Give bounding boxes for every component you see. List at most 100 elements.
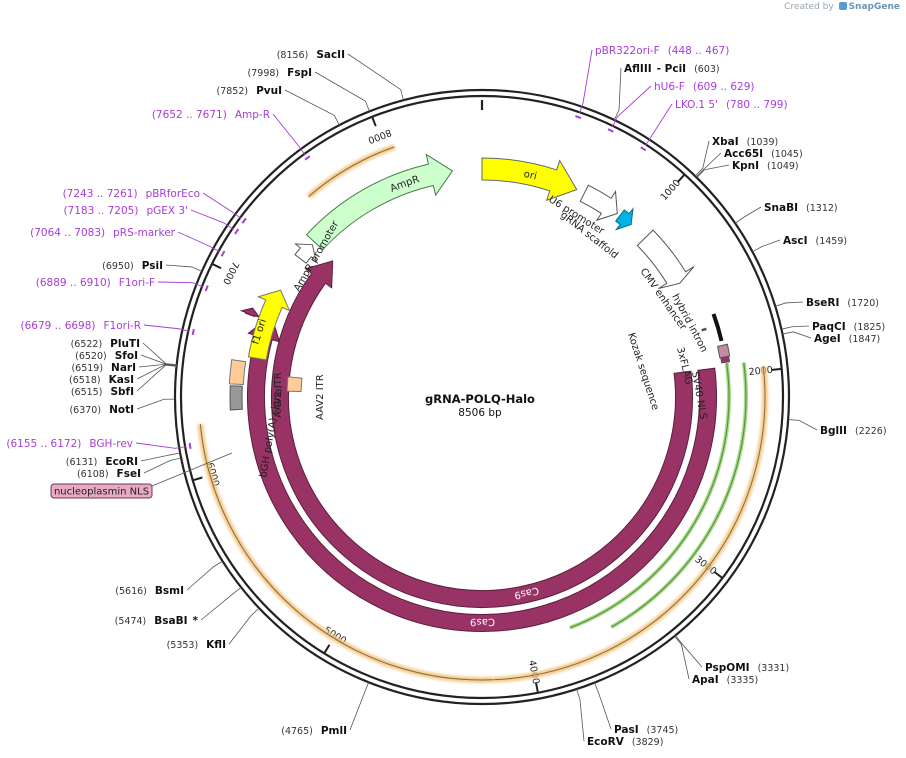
site-label-PvuI: (7852) PvuI xyxy=(216,85,282,97)
primer-range: (7243 .. 7261) xyxy=(63,188,138,200)
site-pos-PvuI: (7852) xyxy=(216,86,248,97)
site-pos-SacII: (8156) xyxy=(277,50,309,61)
primer-name: Amp-R xyxy=(235,109,270,121)
site-leader-XbaI xyxy=(694,140,710,177)
hybrid-intron-bar xyxy=(711,313,724,342)
site-label-SacII: (8156) SacII xyxy=(277,49,345,61)
primer-mark-hU6F xyxy=(607,128,614,133)
site-leader-AgeI xyxy=(782,331,812,339)
site-name-PmlI: PmlI xyxy=(321,725,347,737)
ring-tick-7000 xyxy=(211,262,222,270)
site-pos-XbaI: (1039) xyxy=(747,137,779,148)
primer-label-hU6F: hU6-F(609 .. 629) xyxy=(654,81,755,93)
primer-leader-pBRforEco xyxy=(202,192,242,219)
backbone-inner-ring xyxy=(179,94,785,700)
nucleoplasmin-badge-label: nucleoplasmin NLS xyxy=(54,487,149,498)
site-label-SnaBI: SnaBI(1312) xyxy=(764,202,838,214)
plasmid-size: 8506 bp xyxy=(458,407,502,419)
site-leader-AscI xyxy=(752,239,781,253)
ampr-arrow xyxy=(305,153,454,251)
site-label-BglII: BglII(2226) xyxy=(820,425,887,437)
site-pos-PsiI: (6950) xyxy=(102,261,134,272)
site-pos-PluTI: (6522) xyxy=(71,339,103,350)
green-track-2-core xyxy=(569,362,730,629)
sv40-nls-box xyxy=(720,356,731,364)
flag-box xyxy=(717,343,731,359)
site-label-AflIII: AflIII- PciI(603) xyxy=(624,63,720,75)
site-name-FspI: FspI xyxy=(287,67,312,79)
snapgene-logo-icon xyxy=(838,2,847,10)
site-name-KflI: KflI xyxy=(206,639,226,651)
f1-ori-arrow xyxy=(247,289,291,361)
primer-name: F1ori-R xyxy=(104,320,141,332)
site-name-AgeI: AgeI xyxy=(814,333,841,345)
site-pos-ApaI: (3335) xyxy=(727,675,759,686)
site-label-FspI: (7998)FspI xyxy=(248,67,312,79)
cmv-enhancer-arrow xyxy=(636,229,695,289)
site-label-KflI: (5353) KflI xyxy=(167,639,226,651)
primer-mark-BGHrev xyxy=(188,442,192,449)
kozak-label: Kozak sequence xyxy=(625,332,660,412)
site-leader-BseRI xyxy=(775,301,804,307)
site-label-NotI: (6370)NotI xyxy=(69,404,134,416)
primer-leader-BGHrev xyxy=(135,442,187,449)
primer-name: pRS-marker xyxy=(113,227,176,239)
primer-label-pBRforEco: (7243 .. 7261)pBRforEco xyxy=(63,188,200,200)
site-pos-KflI: (5353) xyxy=(167,640,199,651)
primer-label-BGHrev: (6155 .. 6172)BGH-rev xyxy=(6,438,133,450)
site-name-PvuI: PvuI xyxy=(256,85,282,97)
site-name-SfoI: SfoI xyxy=(115,350,138,362)
site-name-EcoRV: EcoRV xyxy=(587,736,625,748)
primer-range: (780 .. 799) xyxy=(726,99,788,111)
site-pos-PasI: (3745) xyxy=(647,725,679,736)
u6-promoter-arrow xyxy=(579,184,618,222)
site-extra-AflIII: - PciI xyxy=(657,63,686,75)
green-track-1-core xyxy=(611,362,747,628)
site-label-PluTI: (6522)PluTI xyxy=(71,338,140,350)
primer-leader-pGEX3 xyxy=(190,209,234,230)
site-pos-SnaBI: (1312) xyxy=(806,203,838,214)
site-leader-PspOMI xyxy=(674,635,703,668)
primer-leader-F1oriR xyxy=(143,324,190,332)
site-label-SfoI: (6520)SfoI xyxy=(75,350,138,362)
primer-mark-F1oriF xyxy=(204,285,209,292)
ring-tick-6000 xyxy=(192,476,203,482)
site-leader-PluTI xyxy=(142,342,177,366)
primer-label-pBR322oriF: pBR322ori-F(448 .. 467) xyxy=(595,45,729,57)
site-leader-PsiI xyxy=(165,264,203,272)
primer-label-F1oriF: (6889 .. 6910)F1ori-F xyxy=(36,277,155,289)
site-name-SacII: SacII xyxy=(316,49,345,61)
site-leader-SnaBI xyxy=(734,206,762,224)
backbone-outer-ring xyxy=(173,88,791,706)
ring-tick-label-8000: 8000 xyxy=(366,126,393,145)
nucleoplasmin-arrow xyxy=(239,307,261,319)
ampr-glow-core xyxy=(308,146,395,198)
site-leader-NotI xyxy=(136,398,176,410)
site-pos-NotI: (6370) xyxy=(69,405,101,416)
site-pos-EcoRV: (3829) xyxy=(632,737,664,748)
site-leader-PaqCI xyxy=(781,325,810,330)
site-label-PasI: PasI (3745) xyxy=(614,724,678,736)
site-leader-FspI xyxy=(314,71,370,112)
primer-leader-F1oriF xyxy=(157,281,204,288)
site-name-PasI: PasI xyxy=(614,724,639,736)
site-name-PspOMI: PspOMI xyxy=(705,662,750,674)
site-name-ApaI: ApaI xyxy=(692,674,719,686)
site-pos-PaqCI: (1825) xyxy=(854,322,886,333)
ring-tick-8000 xyxy=(371,116,377,127)
site-name-KpnI: KpnI xyxy=(732,160,759,172)
primer-leader-hU6F xyxy=(612,85,652,128)
site-leader-SbfI xyxy=(136,364,177,392)
site-leader-KpnI xyxy=(696,164,730,178)
site-label-PmlI: (4765)PmlI xyxy=(281,725,347,737)
site-name-PsiI: PsiI xyxy=(142,260,163,272)
primer-name: BGH-rev xyxy=(89,438,133,450)
site-pos-KasI: (6518) xyxy=(69,375,101,386)
site-leader-Acc65I xyxy=(695,152,722,178)
site-pos-BseRI: (1720) xyxy=(847,298,879,309)
site-name-FseI: FseI xyxy=(117,468,141,480)
primer-range: (6889 .. 6910) xyxy=(36,277,111,289)
site-leader-ApaI xyxy=(674,635,690,680)
site-label-Acc65I: Acc65I(1045) xyxy=(724,148,803,160)
cas9-outer-label-text: Cas9 xyxy=(470,616,495,627)
